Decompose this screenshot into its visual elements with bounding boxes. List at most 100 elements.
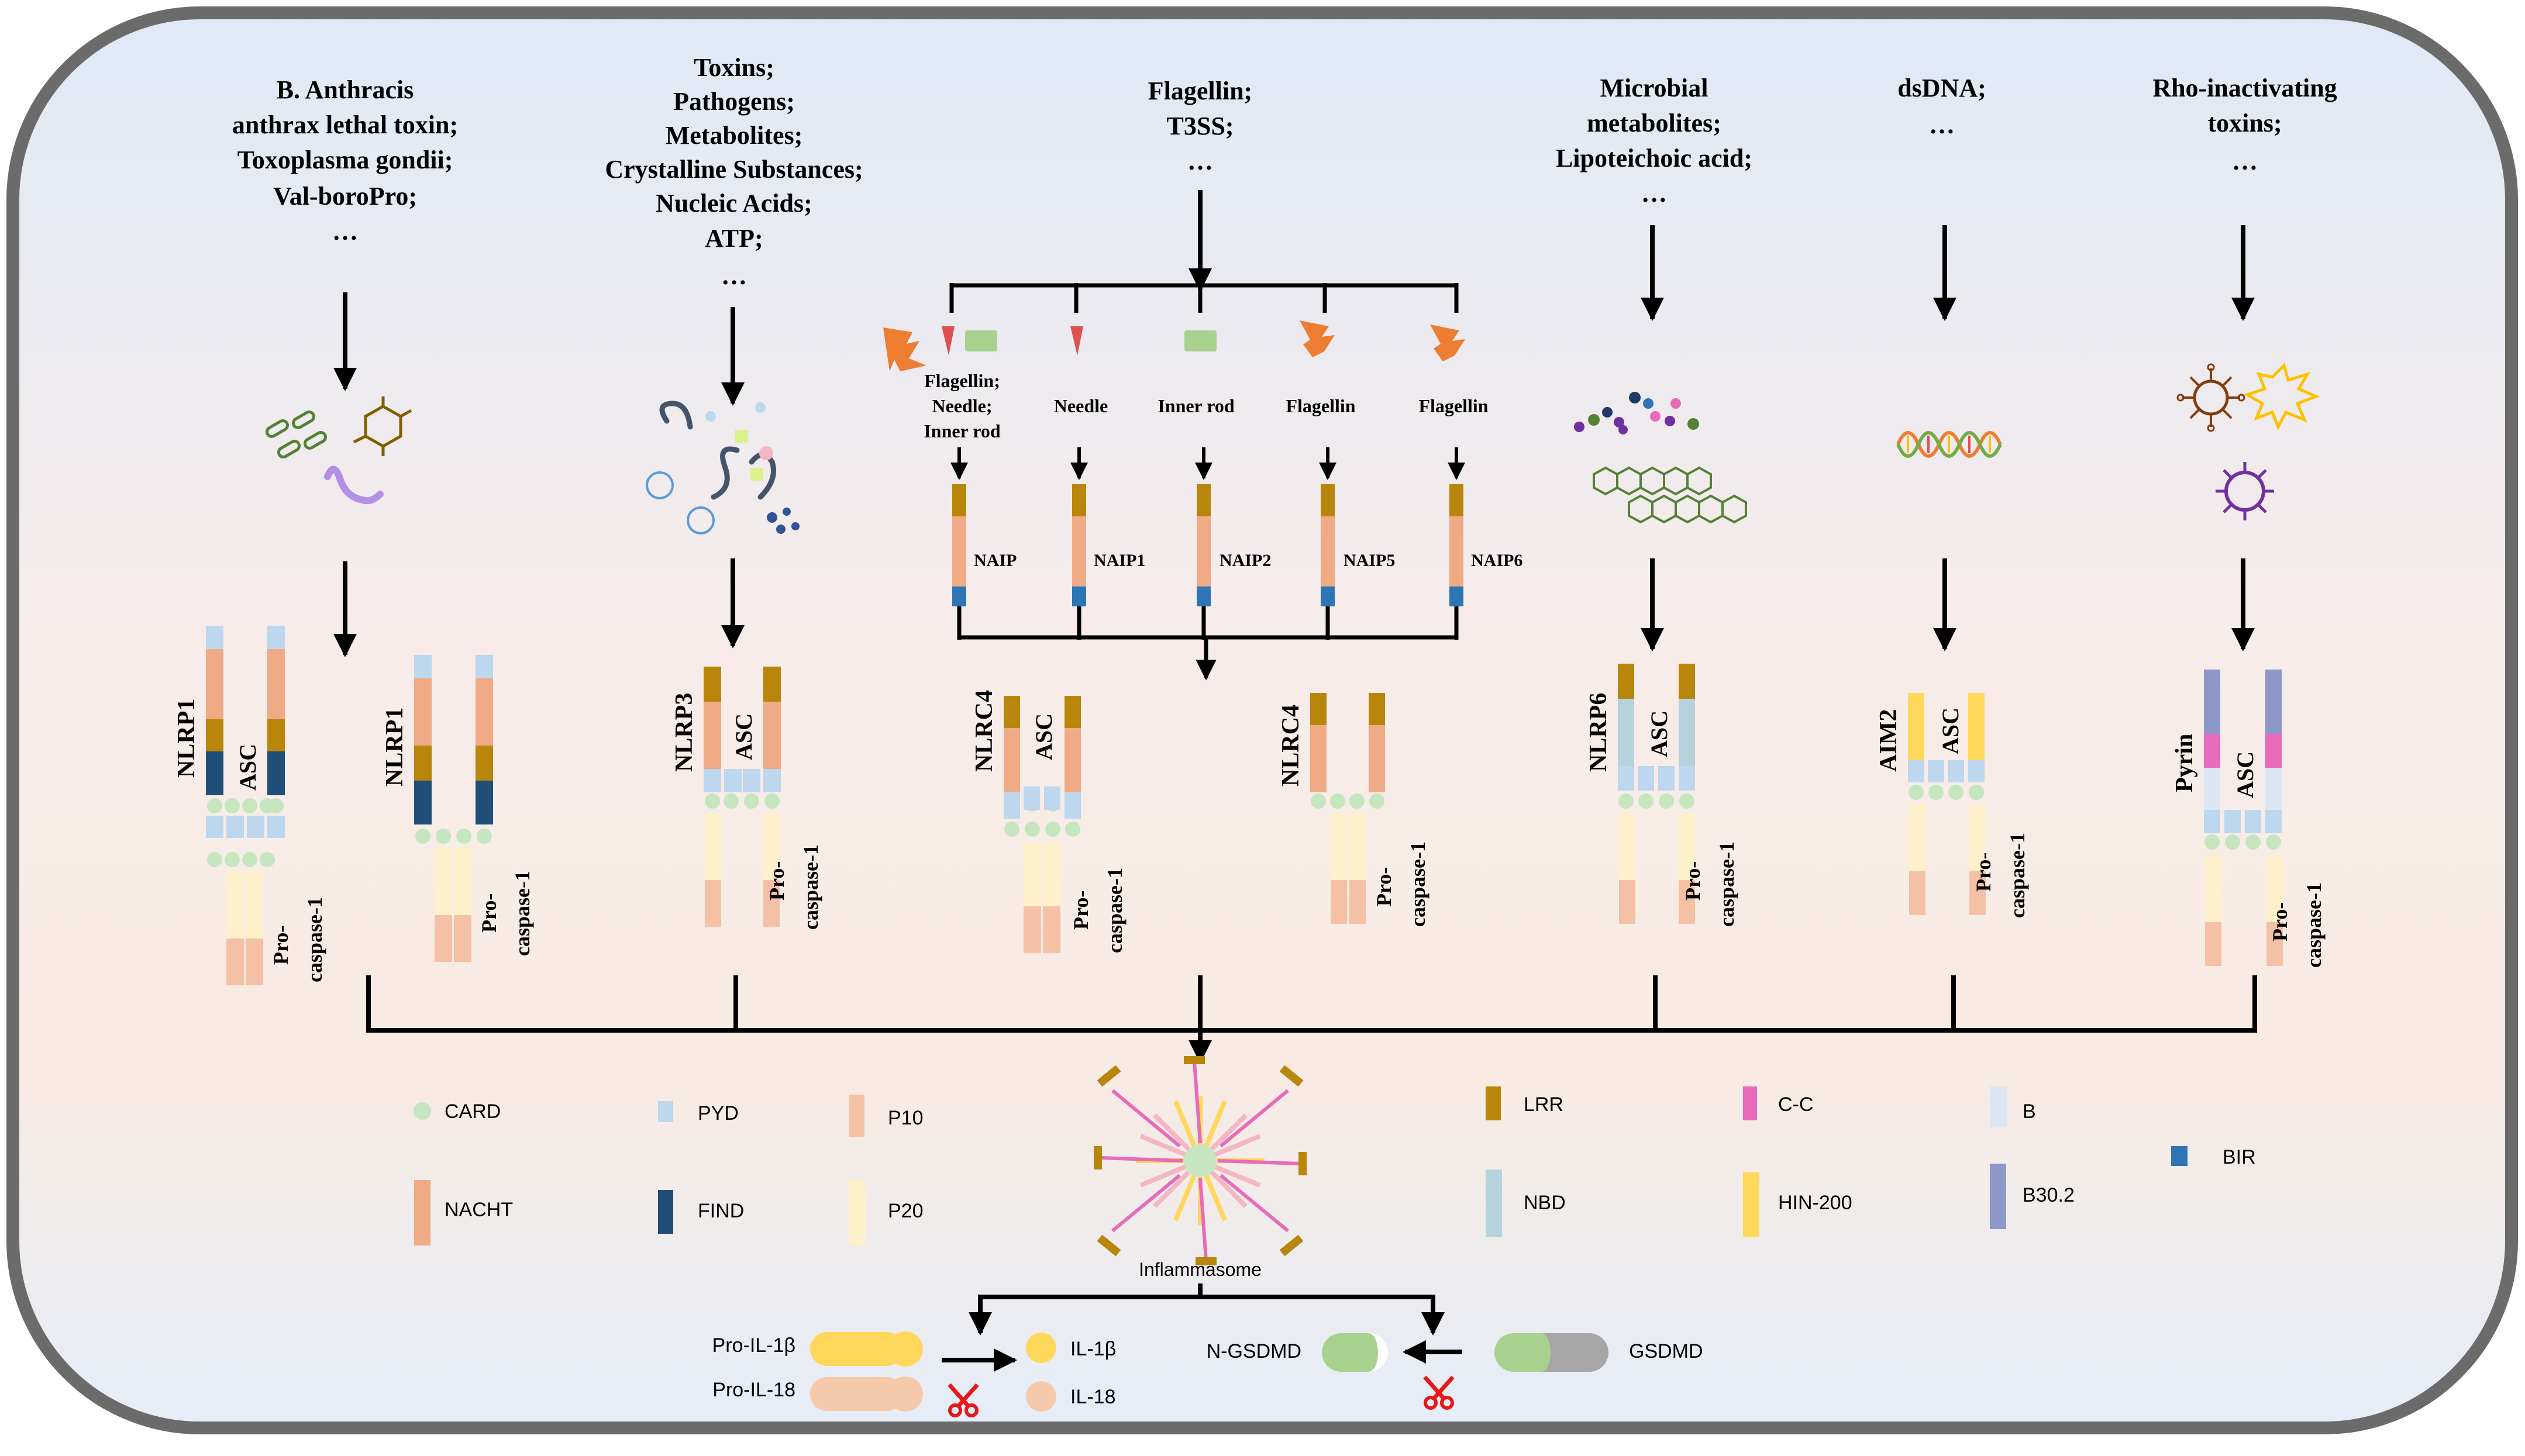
procaspase-label: caspase-1	[2006, 833, 2029, 918]
gsdmd-processing: N-GSDMD GSDMD	[1207, 1333, 1703, 1408]
il1b-icon	[1026, 1333, 1056, 1363]
nlrp1-pathogens-icon	[265, 396, 412, 505]
svg-text:P10: P10	[888, 1107, 924, 1129]
legend-b: B	[1990, 1086, 2036, 1127]
rho-toxin-icon	[2176, 363, 2320, 520]
stimulus-line: …	[721, 261, 747, 290]
nlrp3-complex: NLRP3 ASC Pro- caspase-1	[671, 667, 822, 930]
asc-label: ASC	[2232, 751, 2258, 798]
legend-lrr: LRR	[1486, 1086, 1563, 1120]
stimulus-aim2: dsDNA; …	[1897, 74, 1986, 139]
sensor-label: NLRC4	[1277, 705, 1304, 786]
svg-text:NBD: NBD	[1524, 1192, 1566, 1214]
gsdmd-label: GSDMD	[1629, 1340, 1703, 1362]
ligand-label: Flagellin	[1286, 395, 1355, 416]
naip-label: NAIP1	[1094, 551, 1145, 570]
naip-label: NAIP5	[1344, 551, 1395, 570]
cytokine-processing: Pro-IL-1β Pro-IL-18 IL-1β IL-18	[712, 1331, 1116, 1416]
inner-rod-icon	[1184, 330, 1217, 351]
downstream-branch	[942, 1284, 1462, 1372]
ligand-label: Inner rod	[924, 420, 1001, 441]
stimulus-line: Val-boroPro;	[273, 182, 417, 211]
stimulus-line: T3SS;	[1167, 112, 1234, 140]
legend-p10: P10	[849, 1095, 924, 1137]
svg-text:C-C: C-C	[1778, 1093, 1813, 1116]
sensor-label: Pyrin	[2171, 734, 2198, 792]
n-gsdmd-icon	[1322, 1333, 1388, 1372]
stimulus-line: Microbial	[1600, 74, 1708, 102]
needle-icon	[942, 326, 1083, 356]
naip-bracket	[949, 283, 1459, 681]
procaspase-label: Pro-	[1681, 861, 1704, 900]
asc-label: ASC	[731, 713, 757, 760]
legend-cc: C-C	[1743, 1086, 1813, 1120]
svg-text:BIR: BIR	[2223, 1146, 2256, 1168]
legend-bir: BIR	[2171, 1146, 2256, 1168]
asc-label: ASC	[1031, 713, 1057, 760]
procaspase-label: caspase-1	[1103, 868, 1127, 953]
svg-text:FIND: FIND	[698, 1200, 744, 1222]
procaspase-label: caspase-1	[303, 897, 326, 982]
naip-arrows	[950, 447, 1465, 480]
stimulus-line: Metabolites;	[666, 121, 803, 150]
sensor-label: NLRP6	[1585, 693, 1612, 772]
asc-label: ASC	[1937, 708, 1963, 754]
pyrin-complex: Pyrin ASC Pro- caspase-1	[2171, 670, 2326, 968]
stimulus-line: anthrax lethal toxin;	[232, 111, 458, 139]
ligand-label: Flagellin;	[924, 370, 1000, 391]
naip-label: NAIP6	[1471, 551, 1522, 570]
svg-text:B: B	[2023, 1100, 2036, 1123]
aim2-complex: AIM2 ASC Pro- caspase-1	[1875, 693, 2029, 918]
stimulus-line: Toxins;	[694, 53, 774, 82]
stimulus-line: toxins;	[2207, 109, 2282, 137]
sensor-label: NLRP3	[671, 693, 698, 772]
svg-text:NACHT: NACHT	[445, 1199, 513, 1221]
svg-text:HIN-200: HIN-200	[1778, 1192, 1852, 1214]
procaspase-label: Pro-	[765, 861, 788, 900]
ligand-label: Flagellin	[1418, 395, 1488, 416]
legend-nacht: NACHT	[414, 1180, 513, 1245]
legend: CARD PYD P10 NACHT FIND P20 LRR C-C B BI…	[414, 1086, 2256, 1245]
naip-protein: NAIP2	[1197, 484, 1271, 606]
procaspase-label: caspase-1	[511, 871, 534, 956]
stimulus-line: Toxoplasma gondii;	[237, 146, 453, 174]
naip-protein: NAIP6	[1449, 484, 1522, 606]
il1b-label: IL-1β	[1070, 1338, 1116, 1360]
dsdna-icon	[1896, 431, 2002, 458]
procaspase-label: caspase-1	[1406, 841, 1429, 927]
stimulus-line: …	[1929, 111, 1955, 139]
naip-protein: NAIP	[952, 484, 1017, 606]
stimulus-nlrc4: Flagellin; T3SS; …	[1148, 77, 1252, 175]
pro-il1b-icon	[810, 1331, 923, 1367]
stimulus-line: …	[1187, 147, 1213, 175]
il18-label: IL-18	[1070, 1386, 1116, 1408]
stimulus-line: Lipoteichoic acid;	[1556, 144, 1752, 172]
legend-pyd: PYD	[658, 1101, 739, 1124]
sensor-label: NLRP1	[381, 708, 408, 786]
naip-protein: NAIP5	[1321, 484, 1395, 606]
pro-il18-label: Pro-IL-18	[712, 1379, 795, 1401]
procaspase-label: caspase-1	[1715, 841, 1738, 927]
stimulus-line: Flagellin;	[1148, 77, 1252, 105]
svg-text:CARD: CARD	[445, 1100, 501, 1123]
naip-label: NAIP	[974, 551, 1017, 570]
stimulus-line: dsDNA;	[1897, 74, 1986, 102]
naip-proteins: NAIP NAIP1 NAIP2 NAIP5 NAIP6	[952, 484, 1522, 606]
n-gsdmd-label: N-GSDMD	[1207, 1340, 1301, 1362]
asc-label: ASC	[1646, 710, 1672, 757]
flagellin-icon	[883, 327, 926, 371]
legend-find: FIND	[658, 1190, 744, 1234]
gsdmd-icon	[1494, 1333, 1608, 1372]
nlrp3-pathogens-icon	[646, 401, 800, 534]
stimulus-nlrp1: B. Anthracis anthrax lethal toxin; Toxop…	[232, 75, 458, 246]
ligand-labels: Flagellin; Needle; Inner rod Needle Inne…	[924, 370, 1488, 441]
stimulus-line: …	[1641, 179, 1667, 208]
naip-protein: NAIP1	[1072, 484, 1145, 606]
pro-il18-icon	[810, 1376, 923, 1412]
asc-label: ASC	[235, 744, 261, 791]
stimulus-line: ATP;	[705, 224, 763, 253]
legend-hin200: HIN-200	[1743, 1172, 1852, 1237]
procaspase-label: caspase-1	[2302, 882, 2326, 968]
background-frame	[6, 6, 2518, 1434]
procaspase-label: Pro-	[1972, 853, 1995, 892]
